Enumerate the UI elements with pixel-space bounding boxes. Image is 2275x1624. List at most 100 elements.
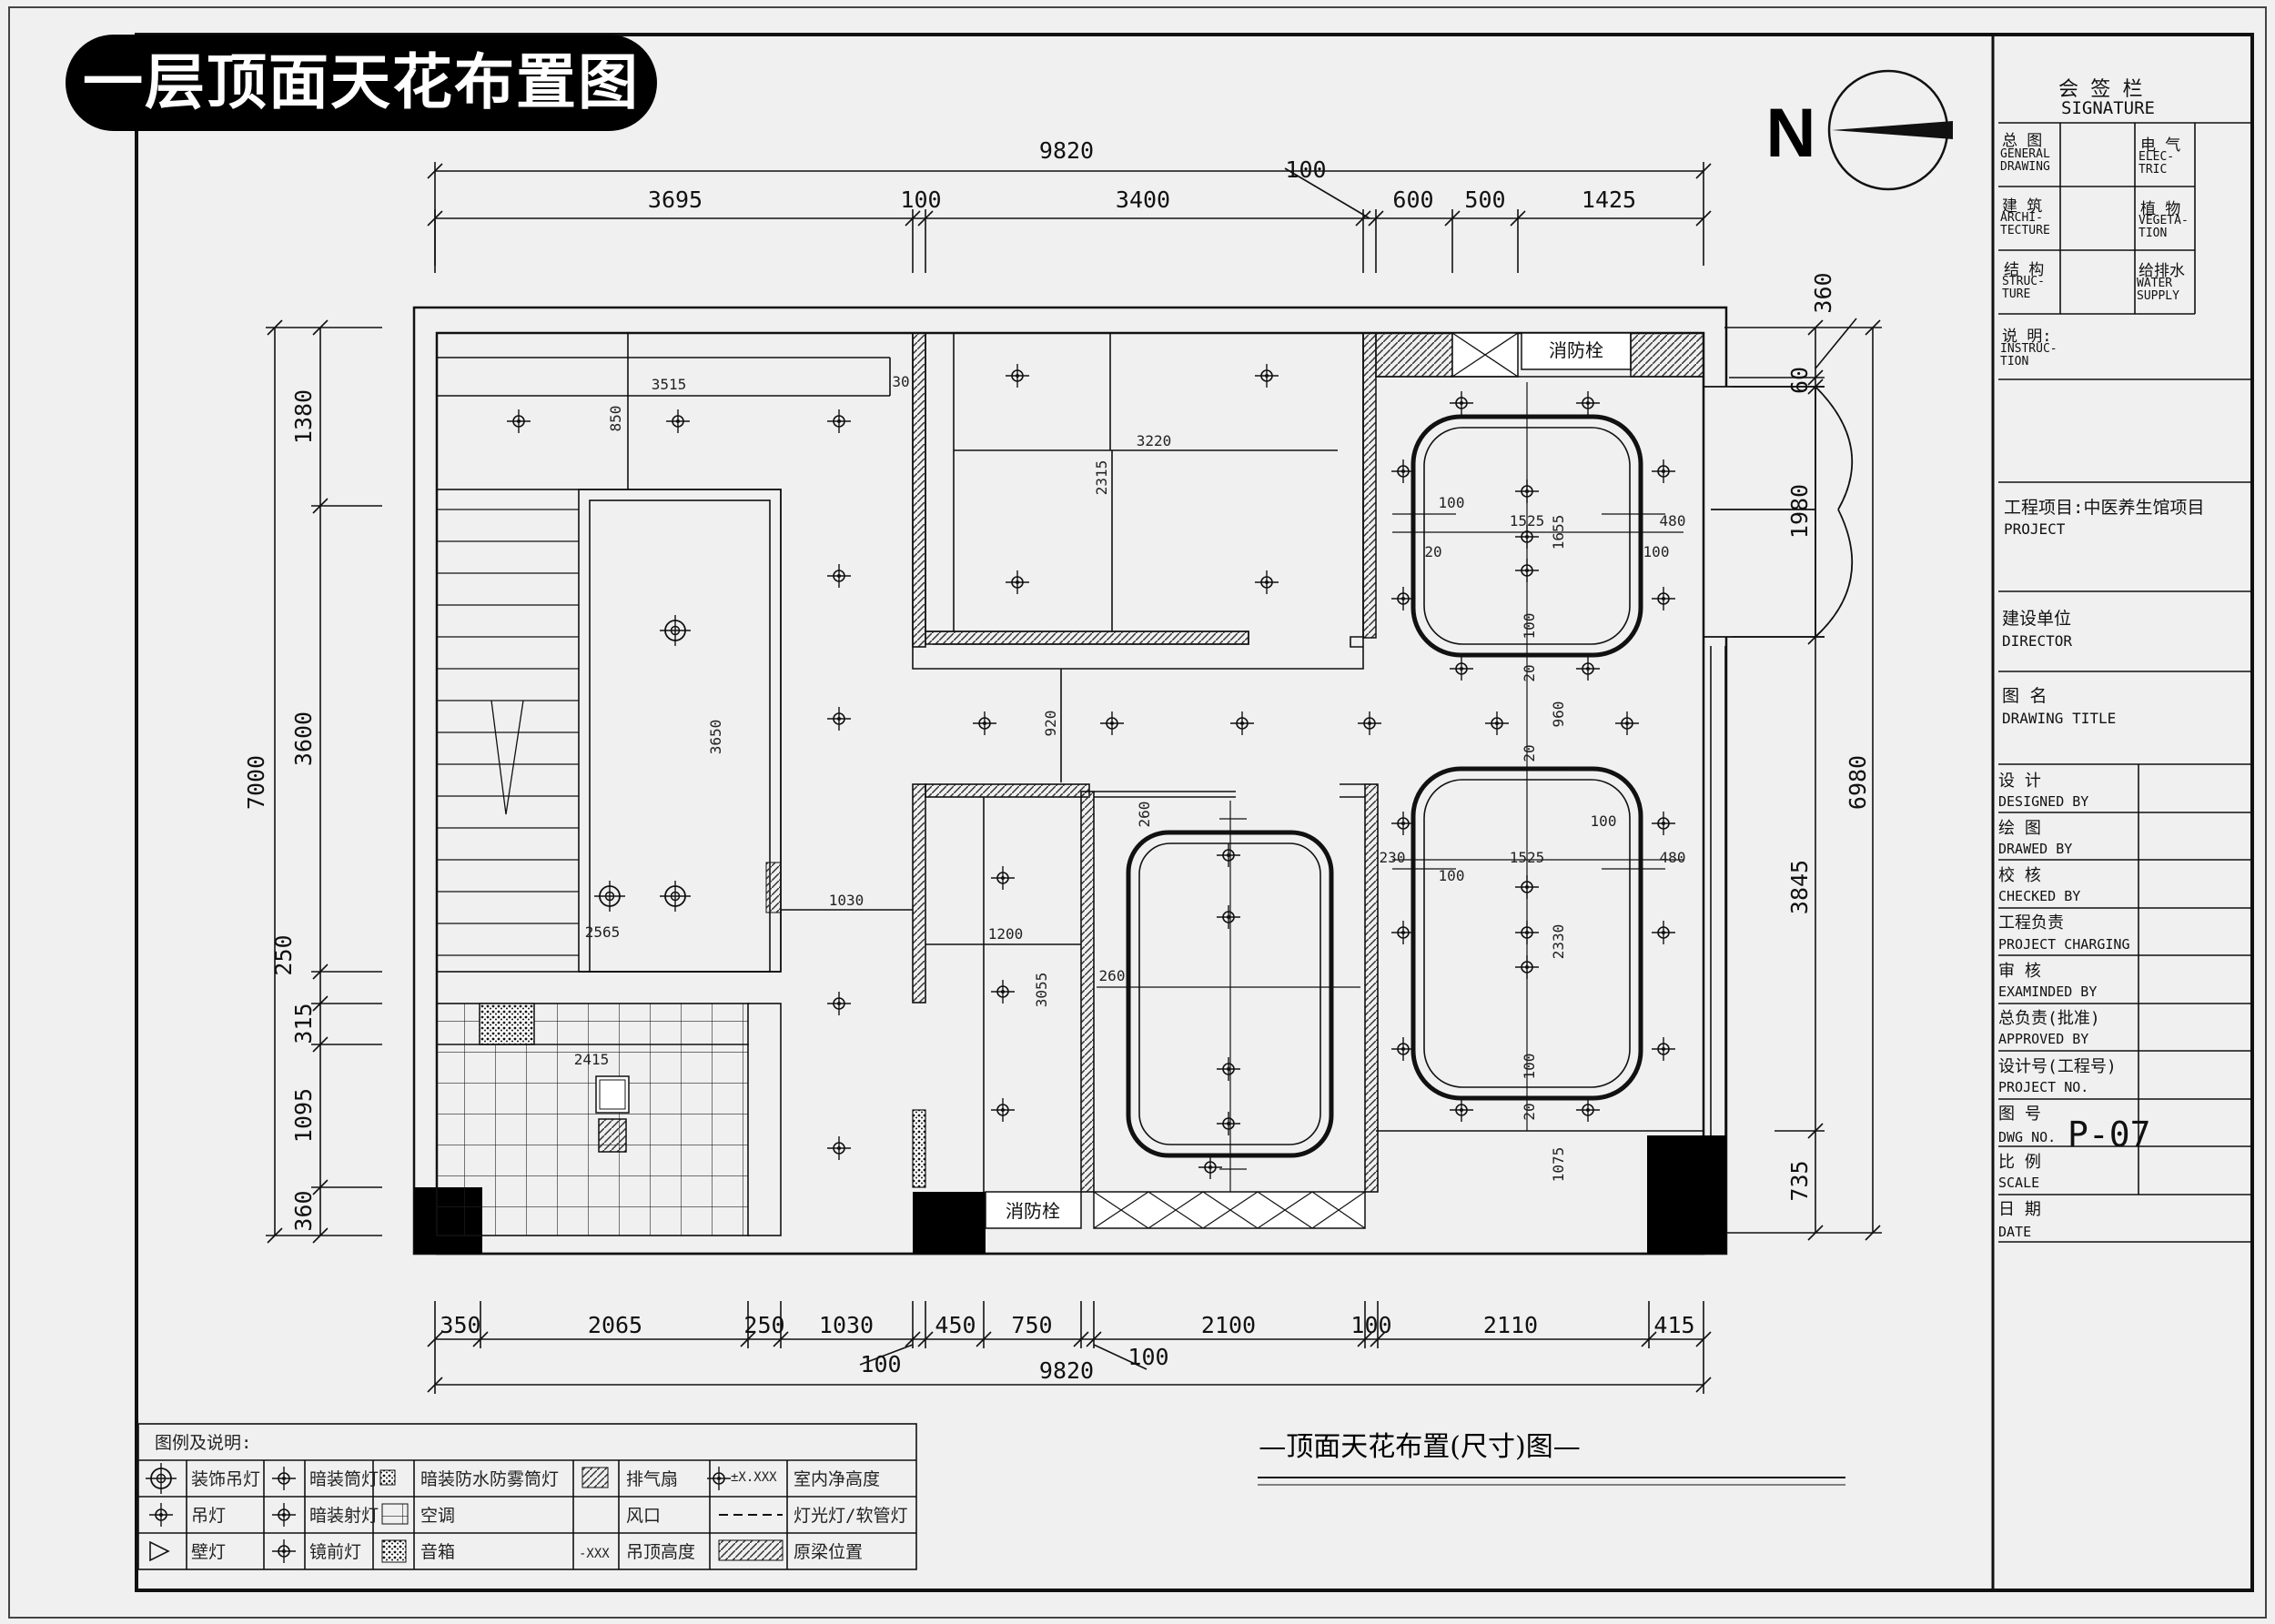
dim-bottom-10: 415	[1653, 1312, 1694, 1338]
inner-dim: 480	[1660, 849, 1686, 866]
tb-field-dwgno-en: DWG NO.	[1998, 1129, 2057, 1145]
dim-right-1: 360	[1810, 272, 1836, 313]
fire-hydrant-label: 消防栓	[1549, 339, 1603, 361]
inner-dim: 1525	[1510, 849, 1545, 866]
tb-field-examined-cn: 审 核	[1998, 962, 2041, 981]
tb-field-approved-en: APPROVED BY	[1998, 1031, 2089, 1047]
tb-field-approved-cn: 总负责(批准)	[1998, 1009, 2100, 1028]
legend-item: 壁灯	[191, 1542, 226, 1562]
inner-dim: 100	[1521, 1054, 1538, 1080]
inner-dim: 100	[1521, 613, 1538, 640]
dim-bottom-3: 250	[743, 1312, 784, 1338]
inner-dim: 1075	[1550, 1147, 1567, 1183]
legend-item: 装饰吊灯	[191, 1469, 260, 1489]
dim-bottom-9: 2110	[1483, 1312, 1538, 1338]
tb-general-en: GENERAL DRAWING	[2000, 147, 2050, 174]
tb-field-projectno-en: PROJECT NO.	[1998, 1079, 2089, 1095]
dim-top-4: 100	[1285, 156, 1326, 183]
dim-right-5: 735	[1786, 1160, 1813, 1201]
tb-field-charging-cn: 工程负责	[1998, 913, 2064, 933]
legend-item: 风口	[626, 1506, 661, 1526]
inner-dim: 30	[892, 373, 909, 390]
tb-dwg-number: P-07	[2068, 1115, 2151, 1155]
legend-item: 灯光灯/软管灯	[794, 1506, 907, 1526]
tb-general-cn: 总 图	[2002, 132, 2043, 150]
legend-symbol-code: -XXX	[579, 1547, 610, 1561]
dim-left-5: 1095	[290, 1088, 317, 1143]
north-label: N	[1766, 95, 1816, 172]
inner-dim: 1655	[1550, 515, 1567, 550]
tb-arch-cn: 建 筑	[2002, 197, 2043, 216]
inner-dim: 3055	[1033, 973, 1050, 1008]
dim-bottom-total: 9820	[1039, 1357, 1094, 1384]
dim-left-4: 315	[290, 1003, 317, 1044]
tb-field-dwgno-cn: 图 号	[1998, 1105, 2041, 1124]
inner-dim: 3515	[652, 376, 687, 393]
inner-dim: 3650	[707, 720, 724, 755]
inner-dim: 100	[1643, 543, 1670, 560]
inner-dim: 2315	[1093, 460, 1110, 496]
dim-right-2: 60	[1786, 367, 1813, 394]
dim-bottom-extra-2: 100	[1127, 1344, 1168, 1370]
dim-right-total: 6980	[1845, 755, 1871, 810]
signature-en: SIGNATURE	[2061, 98, 2155, 118]
legend-item: 镜前灯	[309, 1542, 361, 1562]
dim-left-6: 360	[290, 1190, 317, 1231]
dim-bottom-5: 450	[935, 1312, 976, 1338]
tb-project-en: PROJECT	[2004, 520, 2066, 538]
dim-left-1: 1380	[290, 389, 317, 444]
dim-top-7: 1425	[1582, 187, 1636, 213]
dim-bottom-1: 350	[440, 1312, 480, 1338]
tb-director-cn: 建设单位	[2002, 609, 2072, 629]
dim-left-total: 7000	[243, 755, 269, 810]
drawing-caption: —顶面天花布置(尺寸)图—	[1259, 1431, 1580, 1463]
inner-dim: 20	[1521, 744, 1538, 762]
dim-top-2: 100	[900, 187, 941, 213]
inner-dim: 2415	[574, 1051, 610, 1068]
tb-veg-en: VEGETA-TION	[2138, 214, 2189, 240]
tb-director-en: DIRECTOR	[2002, 632, 2073, 650]
legend-item: 暗装防水防雾筒灯	[420, 1469, 559, 1489]
legend-title: 图例及说明:	[155, 1433, 251, 1453]
legend-item: 室内净高度	[794, 1469, 880, 1489]
tb-field-designed-cn: 设 计	[1998, 772, 2041, 791]
inner-dim: 480	[1660, 512, 1686, 530]
tb-field-drawed-en: DRAWED BY	[1998, 841, 2073, 857]
sheet-title: 一层顶面天花布置图	[66, 35, 657, 131]
tb-arch-en: ARCHI-TECTURE	[2000, 211, 2050, 237]
tb-field-projectno-cn: 设计号(工程号)	[1998, 1057, 2117, 1076]
tb-water-en: WATER SUPPLY	[2137, 277, 2179, 303]
dim-bottom-6: 750	[1011, 1312, 1052, 1338]
inner-dim: 960	[1550, 701, 1567, 728]
tb-instruction-cn: 说 明:	[2002, 328, 2052, 346]
fire-hydrant-label: 消防栓	[1006, 1200, 1060, 1222]
tb-field-designed-en: DESIGNED BY	[1998, 793, 2089, 810]
legend-item: 排气扇	[626, 1469, 678, 1489]
tb-elec-cn: 电 气	[2140, 136, 2181, 155]
dim-bottom-4: 1030	[819, 1312, 874, 1338]
dim-top-total: 9820	[1039, 137, 1094, 164]
inner-dim: 2330	[1550, 924, 1567, 960]
tb-field-charging-en: PROJECT CHARGING	[1998, 936, 2130, 953]
tb-field-scale-en: SCALE	[1998, 1175, 2040, 1191]
inner-dim: 100	[1439, 867, 1465, 884]
inner-dim: 20	[1521, 1103, 1538, 1120]
tb-field-scale-cn: 比 例	[1998, 1153, 2041, 1172]
legend-item: 吊灯	[191, 1506, 226, 1526]
inner-dim: 260	[1136, 802, 1153, 828]
inner-dim: 1525	[1510, 512, 1545, 530]
tb-struc-cn: 结 构	[2004, 261, 2045, 279]
dim-right-4: 3845	[1786, 860, 1813, 914]
tb-instruction-en: INSTRUC-TION	[2000, 342, 2058, 368]
dim-top-5: 600	[1392, 187, 1433, 213]
inner-dim: 100	[1591, 812, 1617, 830]
tb-field-checked-cn: 校 核	[1998, 866, 2041, 885]
dim-top-3: 3400	[1116, 187, 1170, 213]
inner-dim: 1030	[829, 892, 864, 909]
tb-field-checked-en: CHECKED BY	[1998, 888, 2081, 904]
inner-dim: 20	[1424, 543, 1441, 560]
dim-bottom-extra-1: 100	[860, 1351, 901, 1377]
inner-dim: 260	[1099, 967, 1126, 984]
